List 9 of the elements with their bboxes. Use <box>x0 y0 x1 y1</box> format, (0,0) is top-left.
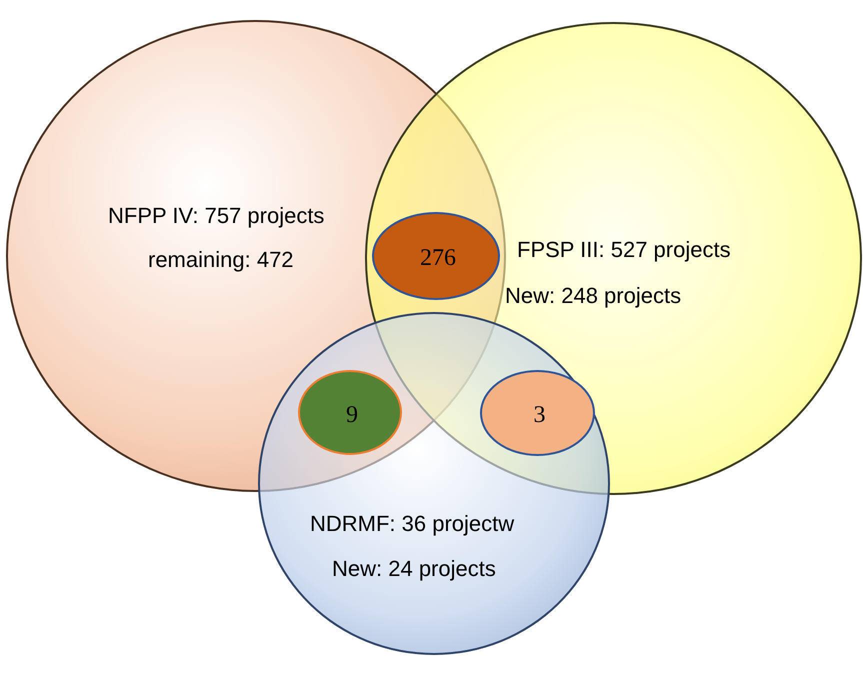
count-label: 9 <box>345 400 359 430</box>
set-label: FPSP III: 527 projects <box>517 236 731 264</box>
count-label: 276 <box>419 244 457 273</box>
set-label: New: 24 projects <box>332 555 496 583</box>
count-label: 3 <box>532 401 546 430</box>
set-label: remaining: 472 <box>148 246 294 274</box>
set-label: New: 248 projects <box>505 282 682 310</box>
set-label: NFPP IV: 757 projects <box>108 202 324 230</box>
set-label: NDRMF: 36 projectw <box>310 510 514 538</box>
